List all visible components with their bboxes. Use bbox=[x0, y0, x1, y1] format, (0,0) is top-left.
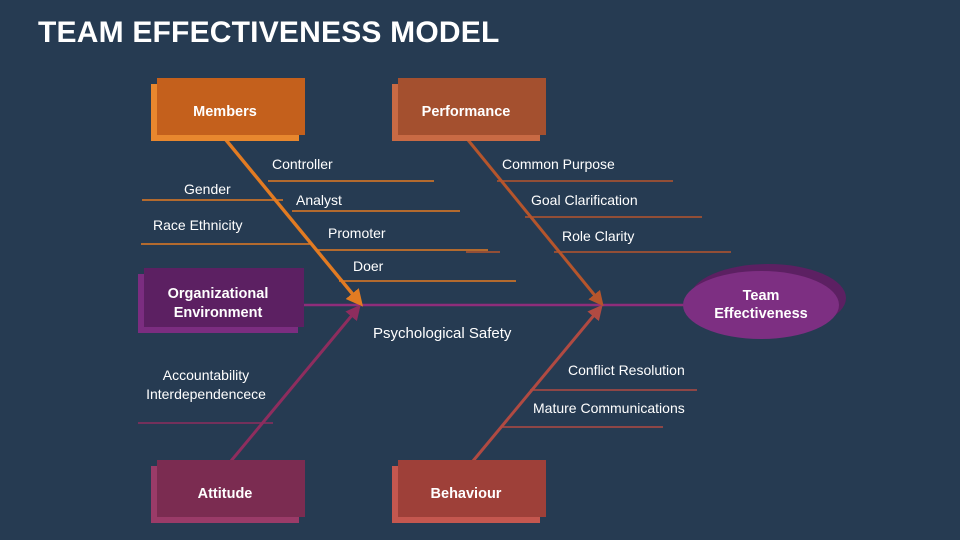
bone-label-common-purpose: Common Purpose bbox=[502, 156, 615, 172]
branch-line-performance bbox=[466, 139, 604, 307]
branch-line-attitude bbox=[224, 304, 361, 468]
bone-label-promoter: Promoter bbox=[328, 225, 386, 241]
effect-oval-team-effectiveness[interactable]: Team Effectiveness bbox=[683, 264, 846, 339]
branch-line-behaviour bbox=[466, 304, 603, 468]
box-shadow-performance bbox=[398, 78, 546, 135]
category-box-performance-label: Performance bbox=[421, 104, 511, 121]
box-shadow-attitude bbox=[157, 460, 305, 517]
category-box-performance[interactable]: Performance bbox=[392, 78, 546, 141]
category-box-members[interactable]: Members bbox=[151, 78, 305, 141]
category-box-attitude-label: Attitude bbox=[197, 486, 253, 503]
org-env-line-2: Environment bbox=[173, 304, 263, 321]
category-box-behaviour[interactable]: Behaviour bbox=[392, 460, 546, 523]
page-title: TEAM EFFECTIVENESS MODEL bbox=[38, 16, 500, 49]
bone-label-conflict-resolution: Conflict Resolution bbox=[568, 362, 685, 378]
category-box-members-label: Members bbox=[193, 104, 257, 121]
bone-label-goal-clarification: Goal Clarification bbox=[531, 192, 638, 208]
box-shadow-organizational-environment bbox=[144, 268, 304, 327]
branch-line-members bbox=[224, 138, 364, 307]
category-box-behaviour-label: Behaviour bbox=[430, 486, 502, 503]
org-env-line-1: Organizational bbox=[167, 286, 269, 303]
bone-label-controller: Controller bbox=[272, 156, 333, 172]
team-effectiveness-line-1: Team bbox=[742, 287, 780, 304]
bone-label-mature-communications: Mature Communications bbox=[533, 400, 685, 416]
bone-label-race-ethnicity: Race Ethnicity bbox=[153, 217, 243, 233]
category-box-organizational-environment-label: Organizational Environment bbox=[162, 285, 275, 321]
bone-label-accountability-interdependencece: Accountability Interdependencece bbox=[140, 366, 272, 404]
bone-label-interdependencece: Interdependencece bbox=[146, 385, 266, 402]
category-box-organizational-environment[interactable]: Organizational Environment bbox=[138, 268, 304, 333]
bone-label-accountability: Accountability bbox=[162, 367, 250, 383]
team-effectiveness-line-2: Effectiveness bbox=[714, 306, 808, 322]
category-box-attitude[interactable]: Attitude bbox=[151, 460, 305, 523]
box-shadow-behaviour bbox=[398, 460, 546, 517]
bone-label-role-clarity: Role Clarity bbox=[562, 228, 635, 244]
spine-center-label: Psychological Safety bbox=[373, 325, 512, 342]
box-shadow-members bbox=[157, 78, 305, 135]
bone-label-gender: Gender bbox=[184, 181, 231, 197]
bone-label-analyst: Analyst bbox=[296, 192, 342, 208]
bone-label-doer: Doer bbox=[353, 258, 384, 274]
effect-oval-label: Team Effectiveness bbox=[683, 271, 839, 339]
